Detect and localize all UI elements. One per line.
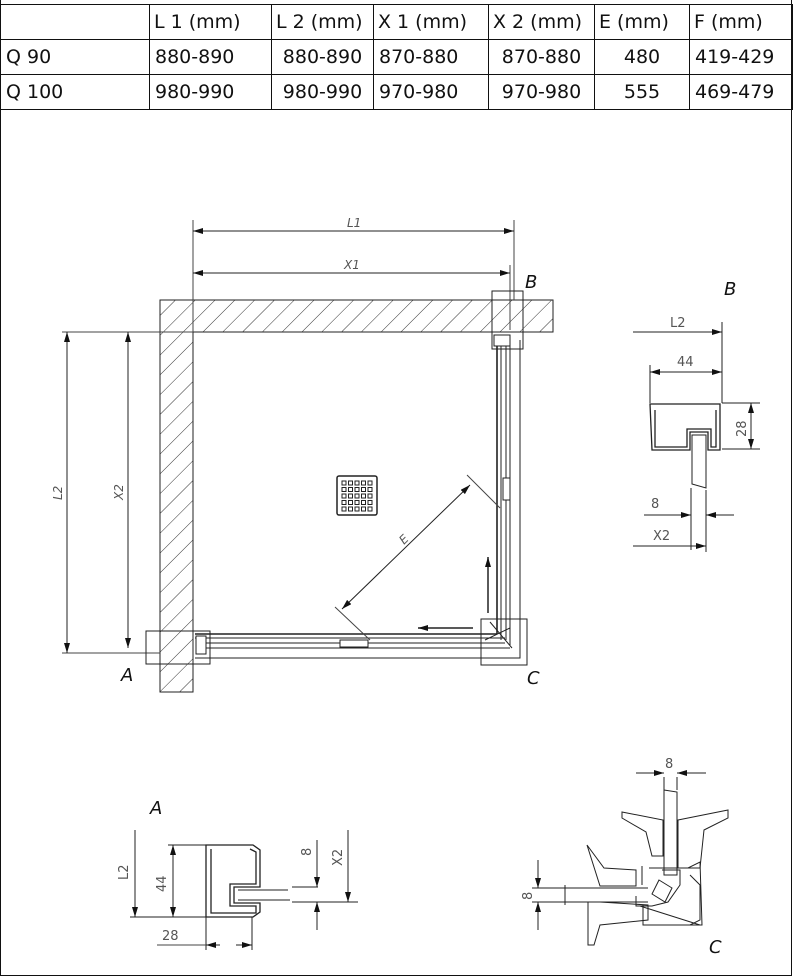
detail-c-8-left: 8 [521, 892, 536, 900]
drain-slot [354, 493, 360, 499]
detail-c-8-top: 8 [665, 757, 673, 772]
drain-icon [336, 475, 378, 516]
detail-b-8: 8 [651, 497, 659, 512]
model-cell: Q 90 [0, 39, 150, 75]
detail-marker-a [145, 630, 211, 665]
detail-marker-b [491, 290, 524, 350]
e-cell: 555 [594, 74, 690, 110]
plan-label-a: A [120, 665, 133, 686]
header-cell: F (mm) [689, 4, 793, 40]
drain-slot [348, 487, 353, 492]
label-e: E [396, 532, 412, 548]
l2-cell: 980-990 [271, 74, 374, 110]
drain-slot [361, 500, 366, 505]
drain-slot [367, 506, 373, 512]
drain-slot [341, 487, 347, 492]
dimensions-table: L 1 (mm) L 2 (mm) X 1 (mm) X 2 (mm) E (m… [0, 4, 793, 110]
drain-slot [367, 500, 373, 505]
seal-upper [621, 809, 729, 869]
drain-slot [341, 500, 347, 505]
x2-cell: 870-880 [488, 39, 595, 75]
label-x2: X2 [112, 484, 126, 501]
drain-slot [367, 493, 373, 499]
drain-slot [361, 487, 366, 492]
header-cell: L 1 (mm) [149, 4, 272, 40]
drain-slot [354, 500, 360, 505]
drain-slot [361, 506, 366, 512]
detail-a-l2: L2 [117, 864, 132, 880]
detail-b-title: B [724, 279, 736, 300]
x1-cell: 970-980 [373, 74, 489, 110]
x2-cell: 970-980 [488, 74, 595, 110]
detail-a-44: 44 [155, 875, 170, 892]
f-cell: 419-429 [689, 39, 793, 75]
detail-b-l2: L2 [670, 316, 686, 331]
drain-slot [367, 487, 373, 492]
drain-slot [348, 506, 353, 512]
l1-cell: 980-990 [149, 74, 272, 110]
l2-cell: 880-890 [271, 39, 374, 75]
detail-b-x2: X2 [653, 529, 670, 544]
detail-c [532, 770, 729, 946]
drain-slot [354, 480, 360, 486]
left-wall [159, 331, 194, 693]
f-cell: 469-479 [689, 74, 793, 110]
drain-slot [348, 493, 353, 499]
l1-cell: 880-890 [149, 39, 272, 75]
detail-b-44: 44 [677, 355, 694, 370]
drain-slot [341, 493, 347, 499]
header-cell: L 2 (mm) [271, 4, 374, 40]
drain-slot [354, 506, 360, 512]
label-l2: L2 [51, 486, 65, 500]
table-row: Q 100 980-990 980-990 970-980 970-980 55… [0, 74, 793, 110]
drain-slot [361, 493, 366, 499]
detail-a-title: A [149, 798, 162, 819]
detail-marker-c [480, 618, 528, 666]
drain-slot [341, 480, 347, 486]
profile-b [649, 403, 721, 451]
detail-c-title: C [709, 937, 722, 958]
drain-slot [341, 506, 347, 512]
header-cell [0, 4, 150, 40]
model-cell: Q 100 [0, 74, 150, 110]
detail-a-8: 8 [300, 848, 315, 856]
drain-slot [354, 487, 360, 492]
plan-label-b: B [525, 272, 537, 293]
label-l1: L1 [347, 216, 361, 230]
label-x1: X1 [343, 258, 360, 272]
seal-left [586, 844, 649, 946]
drain-slot [361, 480, 366, 486]
shower-enclosure [195, 334, 521, 659]
plan-label-c: C [527, 668, 540, 689]
dim-line-e [341, 484, 471, 610]
top-wall [159, 299, 554, 333]
table-header-row: L 1 (mm) L 2 (mm) X 1 (mm) X 2 (mm) E (m… [0, 4, 793, 40]
detail-a-x2: X2 [331, 849, 346, 866]
plan-view [62, 220, 554, 693]
drain-slot [348, 480, 353, 486]
drain-slot [348, 500, 353, 505]
header-cell: X 2 (mm) [488, 4, 595, 40]
drain-slot [367, 480, 373, 486]
profile-a [205, 844, 261, 918]
detail-a-28: 28 [162, 929, 179, 944]
detail-a [130, 830, 358, 950]
detail-b [633, 322, 760, 552]
detail-b-28: 28 [735, 420, 750, 437]
